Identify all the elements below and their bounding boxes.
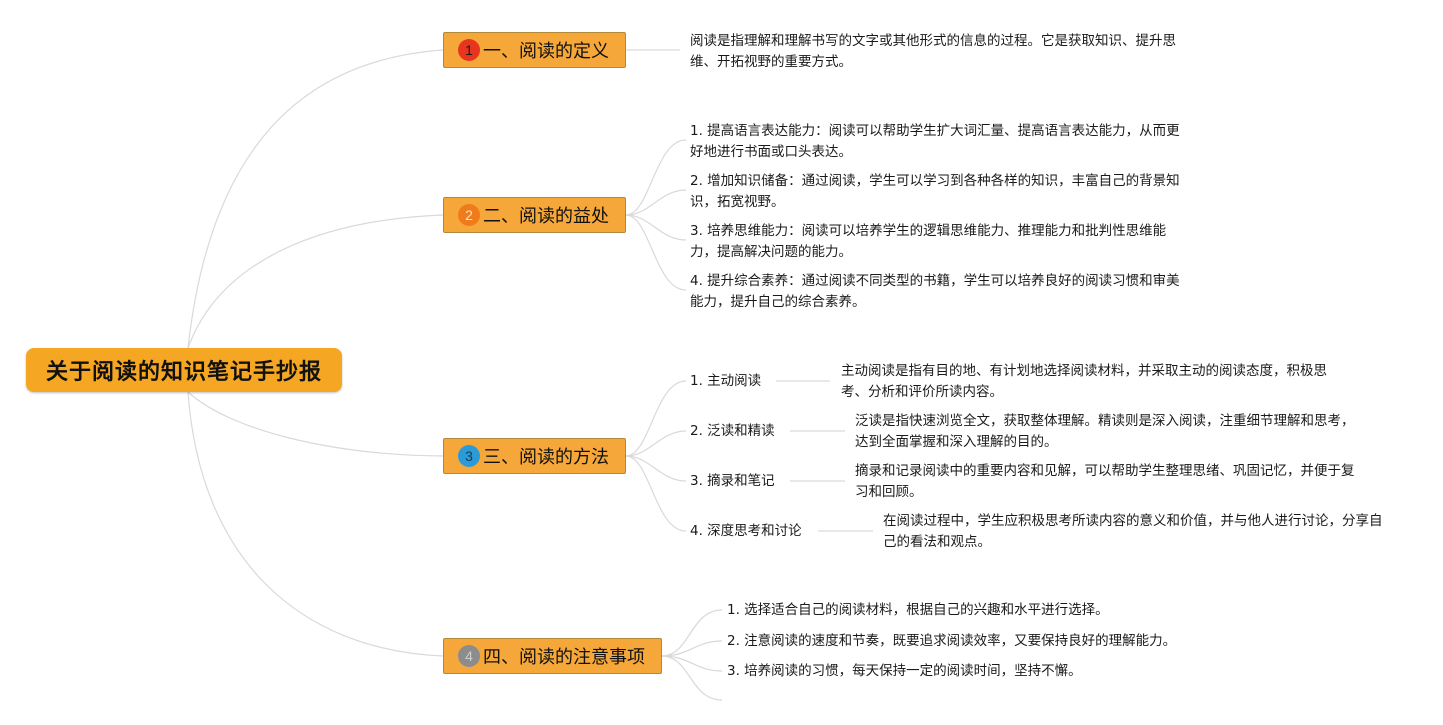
root-topic[interactable]: 关于阅读的知识笔记手抄报 xyxy=(26,348,342,392)
method-label-2[interactable]: 2. 泛读和精读 xyxy=(690,423,775,439)
benefit-item-2: 2. 增加知识储备：通过阅读，学生可以学习到各种各样的知识，丰富自己的背景知识，… xyxy=(690,173,1180,210)
connector-root-topic-2 xyxy=(187,214,444,349)
connector-topic-2-item-4 xyxy=(625,214,687,291)
badge-2-icon: 2 xyxy=(458,204,480,226)
connector-root-topic-4 xyxy=(187,391,444,657)
connector-topic-3-item-2 xyxy=(625,430,687,457)
connector-root-topic-3 xyxy=(187,391,444,457)
method-note-2: 泛读是指快速浏览全文，获取整体理解。精读则是深入阅读，注重细节理解和思考，达到全… xyxy=(855,413,1355,450)
badge-4-icon: 4 xyxy=(458,645,480,667)
connector-topic-2-item-1 xyxy=(625,139,687,216)
precaution-item-2: 2. 注意阅读的速度和节奏，既要追求阅读效率，又要保持良好的理解能力。 xyxy=(727,633,1177,649)
benefit-item-4: 4. 提升综合素养：通过阅读不同类型的书籍，学生可以培养良好的阅读习惯和审美能力… xyxy=(690,273,1180,310)
badge-3-icon: 3 xyxy=(458,445,480,467)
connector-topic-3-item-3 xyxy=(625,455,687,482)
connector-root-topic-1 xyxy=(187,49,444,349)
precaution-item-3: 3. 培养阅读的习惯，每天保持一定的阅读时间，坚持不懈。 xyxy=(727,663,1082,679)
connector-topic-4-item-extra xyxy=(661,655,723,701)
definition-note: 阅读是指理解和理解书写的文字或其他形式的信息的过程。它是获取知识、提升思维、开拓… xyxy=(690,33,1176,70)
topic-title: 四、阅读的注意事项 xyxy=(483,647,645,668)
method-note-4: 在阅读过程中，学生应积极思考所读内容的意义和价值，并与他人进行讨论，分享自己的看… xyxy=(883,513,1383,550)
method-label-1[interactable]: 1. 主动阅读 xyxy=(690,373,762,389)
topic-methods[interactable]: 3 三、阅读的方法 xyxy=(443,438,626,474)
connector-topic-3-item-1 xyxy=(625,380,687,457)
connector-topic-4-item-2 xyxy=(661,640,723,657)
topic-title: 三、阅读的方法 xyxy=(483,447,609,468)
connector-topic-3-item-4 xyxy=(625,455,687,532)
precaution-item-1: 1. 选择适合自己的阅读材料，根据自己的兴趣和水平进行选择。 xyxy=(727,602,1109,618)
topic-title: 二、阅读的益处 xyxy=(483,206,609,227)
topic-title: 一、阅读的定义 xyxy=(483,41,609,62)
connector-topic-2-item-2 xyxy=(625,189,687,216)
topic-benefits[interactable]: 2 二、阅读的益处 xyxy=(443,197,626,233)
benefit-item-3: 3. 培养思维能力：阅读可以培养学生的逻辑思维能力、推理能力和批判性思维能力，提… xyxy=(690,223,1167,260)
method-note-1: 主动阅读是指有目的地、有计划地选择阅读材料，并采取主动的阅读态度，积极思考、分析… xyxy=(841,363,1327,400)
connector-topic-2-item-3 xyxy=(625,214,687,241)
method-note-3: 摘录和记录阅读中的重要内容和见解，可以帮助学生整理思绪、巩固记忆，并便于复习和回… xyxy=(855,463,1355,500)
method-label-3[interactable]: 3. 摘录和笔记 xyxy=(690,473,775,489)
benefit-item-1: 1. 提高语言表达能力：阅读可以帮助学生扩大词汇量、提高语言表达能力，从而更好地… xyxy=(690,123,1180,160)
topic-definition[interactable]: 1 一、阅读的定义 xyxy=(443,32,626,68)
badge-1-icon: 1 xyxy=(458,39,480,61)
method-label-4[interactable]: 4. 深度思考和讨论 xyxy=(690,523,802,539)
connector-topic-4-item-3 xyxy=(661,655,723,672)
topic-precautions[interactable]: 4 四、阅读的注意事项 xyxy=(443,638,662,674)
connector-topic-4-item-1 xyxy=(661,609,723,657)
